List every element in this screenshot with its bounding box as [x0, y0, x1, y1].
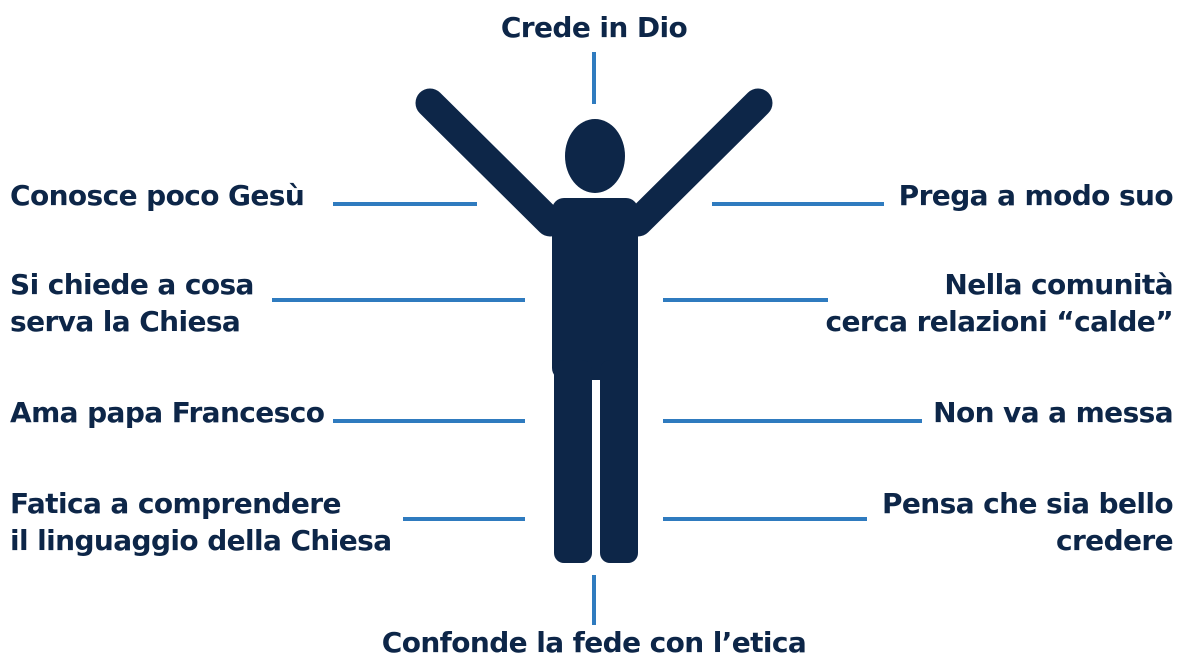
- label-top-text: Crede in Dio: [500, 11, 688, 44]
- label-left-2: Si chiede a cosa serva la Chiesa: [10, 266, 254, 340]
- figure-left-arm: [415, 88, 565, 237]
- label-left-1-line-1: Conosce poco Gesù: [10, 179, 305, 212]
- label-right-3-line-1: Non va a messa: [933, 396, 1173, 429]
- label-right-1-line-1: Prega a modo suo: [898, 179, 1174, 212]
- label-top: Crede in Dio: [444, 9, 744, 46]
- figure-left-leg: [554, 360, 592, 563]
- label-left-2-line-2: serva la Chiesa: [10, 305, 241, 338]
- label-left-3-line-1: Ama papa Francesco: [10, 396, 325, 429]
- label-right-2: Nella comunità cerca relazioni “calde”: [825, 266, 1174, 340]
- label-right-4: Pensa che sia bello credere: [882, 485, 1174, 559]
- label-left-3: Ama papa Francesco: [10, 394, 325, 431]
- person-arms-raised-icon: [415, 88, 773, 563]
- label-right-4-line-1: Pensa che sia bello: [882, 487, 1174, 520]
- figure-right-arm: [623, 88, 773, 237]
- figure-right-leg: [600, 360, 638, 563]
- label-right-3: Non va a messa: [933, 394, 1173, 431]
- label-bottom: Confonde la fede con l’etica: [344, 624, 844, 661]
- label-right-2-line-1: Nella comunità: [944, 268, 1173, 301]
- label-bottom-text: Confonde la fede con l’etica: [381, 626, 807, 659]
- connector-lines: [272, 52, 922, 625]
- figure-torso: [552, 198, 638, 380]
- label-left-4-line-2: il linguaggio della Chiesa: [10, 524, 392, 557]
- label-left-1: Conosce poco Gesù: [10, 177, 305, 214]
- label-right-2-line-2: cerca relazioni “calde”: [825, 305, 1174, 338]
- label-left-4-line-1: Fatica a comprendere: [10, 487, 341, 520]
- label-left-4: Fatica a comprendere il linguaggio della…: [10, 485, 392, 559]
- label-left-2-line-1: Si chiede a cosa: [10, 268, 254, 301]
- label-right-1: Prega a modo suo: [898, 177, 1174, 214]
- figure-head: [565, 119, 625, 193]
- label-right-4-line-2: credere: [1055, 524, 1174, 557]
